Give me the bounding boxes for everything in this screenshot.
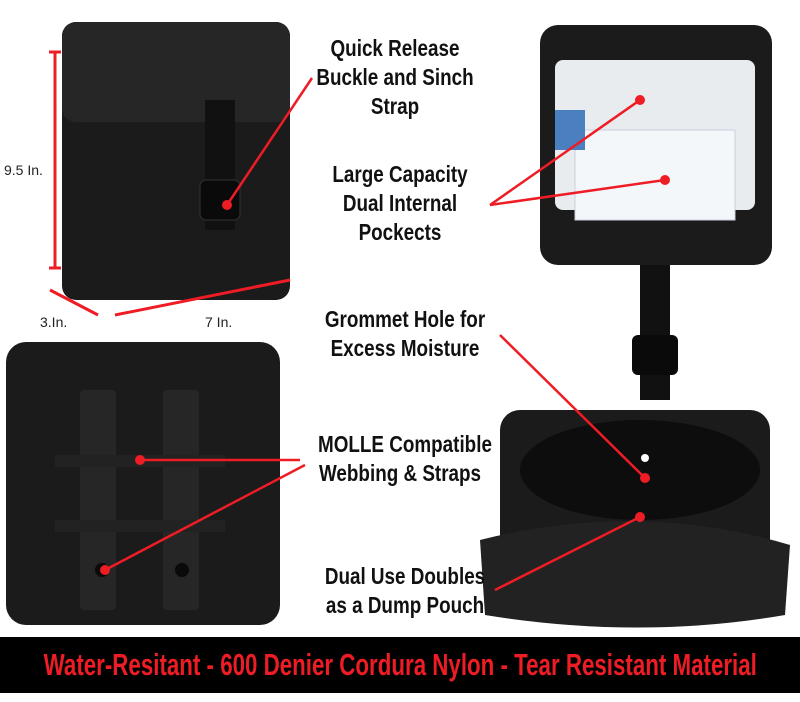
banner-text: Water-Resitant - 600 Denier Cordura Nylo… (43, 647, 757, 682)
height-dimension: 9.5 In. (4, 162, 43, 178)
feature-banner: Water-Resitant - 600 Denier Cordura Nylo… (0, 637, 800, 693)
pouch-dump-photo (480, 410, 790, 628)
callout-dots (100, 95, 670, 575)
depth-dimension: 3.In. (40, 314, 68, 330)
pouch-back-photo (6, 342, 280, 625)
width-dimension: 7 In. (205, 314, 233, 330)
pouch-front-photo (62, 22, 290, 300)
pouch-open-photo (540, 25, 772, 400)
dimension-lines (49, 50, 291, 317)
callout-lines (104, 77, 666, 592)
